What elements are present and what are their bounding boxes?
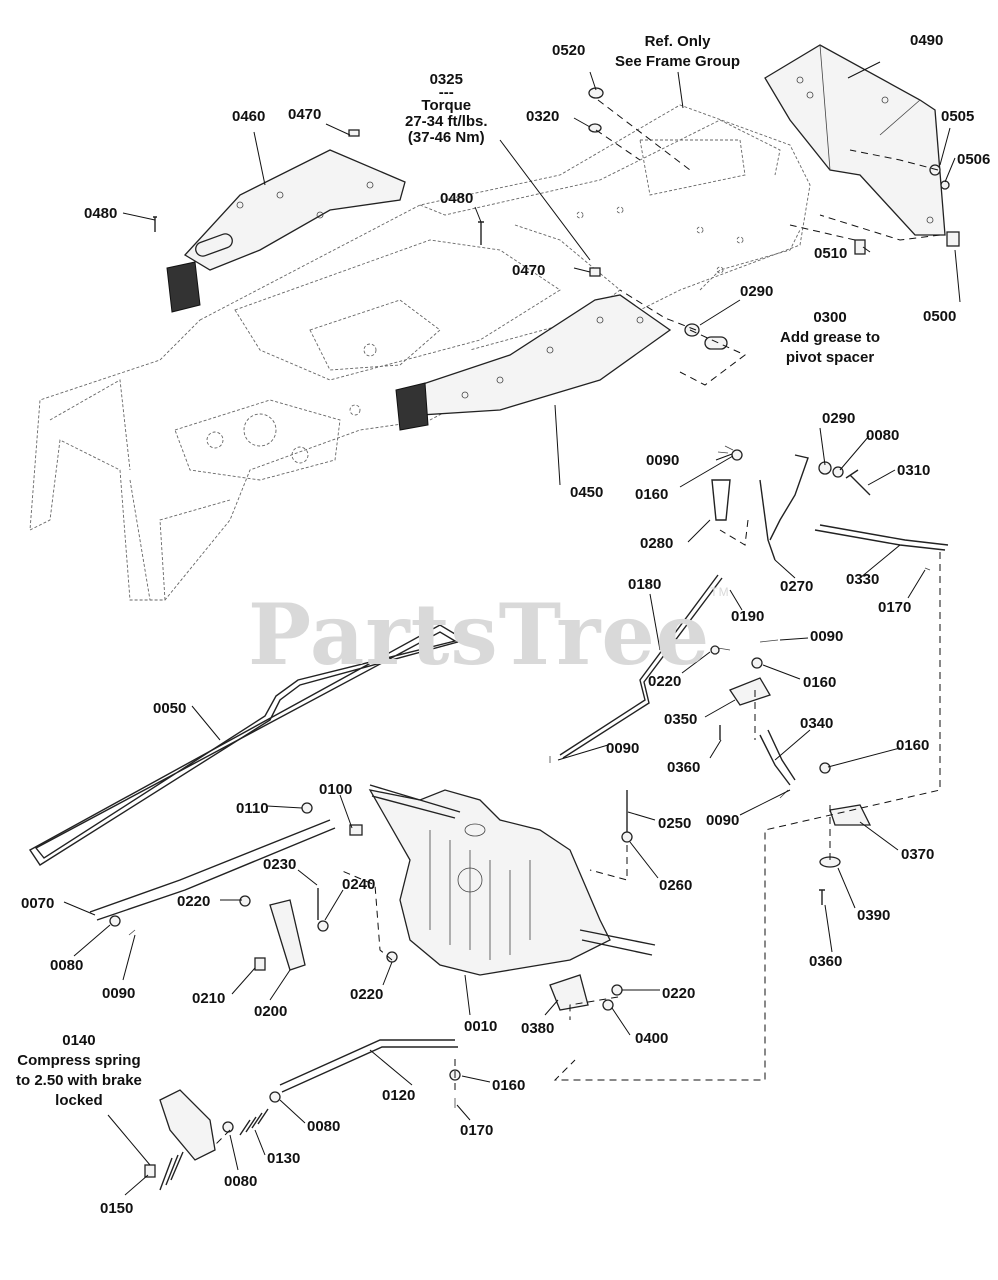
note-line: Torque (421, 97, 472, 114)
part-label: 0100 (319, 781, 353, 798)
note-line: Compress spring (17, 1052, 141, 1069)
note-line: --- (438, 84, 454, 101)
part-label: 0150 (100, 1200, 134, 1217)
linkage-rods (89, 454, 949, 1093)
note-torque: 0325 --- Torque 27-34 ft/lbs. (37-46 Nm) (405, 72, 488, 146)
part-label: 0010 (464, 1018, 498, 1035)
note-spring: 0140 Compress spring to 2.50 with brake … (16, 1031, 142, 1111)
part-label: 0220 (662, 985, 696, 1002)
part-label: 0110 (236, 800, 269, 817)
part-label: 0080 (50, 957, 84, 974)
part-label: 0380 (521, 1020, 555, 1037)
part-label: 0090 (646, 452, 680, 469)
part-label: 0240 (342, 876, 376, 893)
note-line: 0300 (813, 309, 847, 326)
part-label: 0450 (570, 484, 604, 501)
part-label: 0340 (800, 715, 834, 732)
part-label: 0220 (350, 986, 384, 1003)
part-label: 0160 (635, 486, 669, 503)
note-grease: 0300 Add grease to pivot spacer (780, 308, 880, 368)
part-label: 0270 (780, 578, 814, 595)
part-label: 0090 (606, 740, 640, 757)
part-label: 0080 (866, 427, 900, 444)
part-label: 0360 (667, 759, 701, 776)
brake-spring-assembly (159, 1089, 269, 1191)
bracket-0490 (764, 44, 946, 236)
note-line: to 2.50 with brake (16, 1072, 142, 1089)
part-label: 0290 (740, 283, 774, 300)
part-label: 0330 (846, 571, 880, 588)
part-label: 0490 (910, 32, 944, 49)
note-line: 0325 (429, 71, 463, 88)
part-label: 0130 (267, 1150, 301, 1167)
part-label: 0500 (923, 308, 957, 325)
note-line: Ref. Only (644, 33, 711, 50)
note-line: pivot spacer (785, 349, 875, 366)
part-label: 0080 (307, 1118, 341, 1135)
part-label: 0320 (526, 108, 560, 125)
part-label: 0350 (664, 711, 698, 728)
note-line: Add grease to (780, 329, 881, 346)
chassis-frame (29, 104, 811, 601)
part-label: 0480 (440, 190, 474, 207)
part-label: 0090 (102, 985, 136, 1002)
drive-belt-0050 (28, 624, 467, 866)
part-label: 0170 (878, 599, 912, 616)
watermark-text: PartsTree (248, 585, 711, 684)
note-line: locked (55, 1092, 103, 1109)
footrest-0450 (395, 294, 672, 431)
part-label: 0280 (640, 535, 674, 552)
part-label: 0470 (288, 106, 322, 123)
part-label: 0250 (658, 815, 692, 832)
part-label: 0220 (177, 893, 211, 910)
footrest-0460 (166, 149, 406, 313)
part-label: 0200 (254, 1003, 288, 1020)
part-label: 0310 (897, 462, 931, 479)
part-label: 0460 (232, 108, 266, 125)
note-line: See Frame Group (615, 53, 741, 70)
part-label: 0520 (552, 42, 586, 59)
part-label: 0230 (263, 856, 297, 873)
part-label: 0170 (460, 1122, 494, 1139)
part-label: 0510 (814, 245, 848, 262)
assembly-lines (214, 99, 941, 1146)
part-label: 0506 (957, 151, 991, 168)
part-label: 0190 (731, 608, 765, 625)
part-label: 0050 (153, 700, 187, 717)
part-label: 0120 (382, 1087, 416, 1104)
part-label: 0090 (810, 628, 844, 645)
watermark: PartsTreeTM (248, 585, 730, 684)
trademark-mark: TM (710, 585, 730, 599)
transaxle-0010 (368, 784, 656, 976)
part-label: 0090 (706, 812, 740, 829)
part-label: 0180 (628, 576, 662, 593)
part-label: 0470 (512, 262, 546, 279)
hardware-small-parts (109, 87, 960, 1178)
part-label: 0480 (84, 205, 118, 222)
part-label: 0160 (896, 737, 930, 754)
part-label: 0210 (192, 990, 226, 1007)
note-line: 0140 (62, 1032, 96, 1049)
note-line: (37-46 Nm) (407, 129, 485, 146)
note-ref-only: Ref. Only See Frame Group (615, 32, 740, 72)
part-label: 0160 (492, 1077, 526, 1094)
part-label: 0390 (857, 907, 891, 924)
part-label: 0360 (809, 953, 843, 970)
note-line: 27-34 ft/lbs. (405, 113, 488, 130)
part-label: 0400 (635, 1030, 669, 1047)
part-label: 0220 (648, 673, 682, 690)
part-label: 0370 (901, 846, 935, 863)
leader-lines (63, 61, 961, 1196)
part-label: 0505 (941, 108, 975, 125)
part-label: 0080 (224, 1173, 258, 1190)
part-label: 0160 (803, 674, 837, 691)
part-label: 0260 (659, 877, 693, 894)
part-label: 0070 (21, 895, 55, 912)
part-label: 0290 (822, 410, 856, 427)
